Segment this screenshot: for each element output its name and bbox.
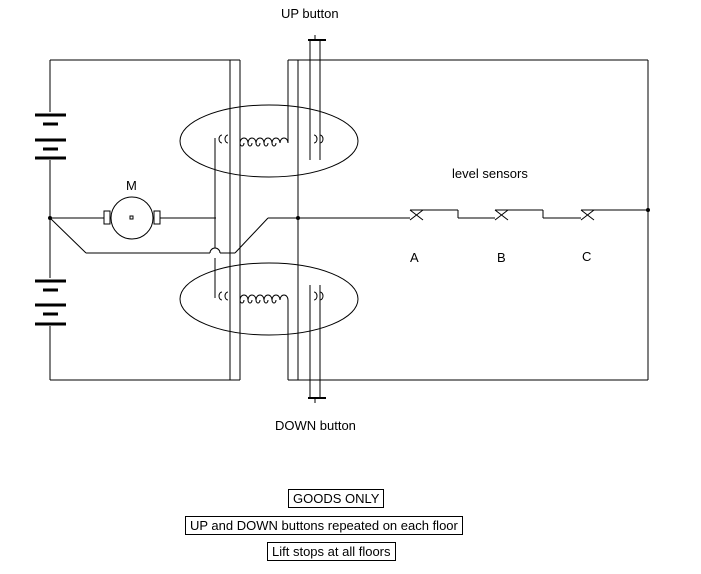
level-sensor-b bbox=[494, 209, 509, 221]
up-button-label: UP button bbox=[281, 6, 339, 21]
goods-only-note: GOODS ONLY bbox=[288, 489, 385, 508]
motor bbox=[48, 196, 216, 240]
motor-label: M bbox=[126, 178, 137, 193]
upper-battery bbox=[35, 113, 66, 160]
motor-reversing-wiring bbox=[49, 138, 298, 298]
level-sensors-label: level sensors bbox=[452, 166, 528, 181]
left-circuit-wiring bbox=[49, 59, 241, 381]
down-push-button bbox=[308, 285, 326, 403]
sensor-a-label: A bbox=[410, 250, 419, 265]
down-button-label: DOWN button bbox=[275, 418, 356, 433]
up-push-button bbox=[308, 35, 326, 160]
lift-stops-note: Lift stops at all floors bbox=[267, 542, 396, 561]
level-sensor-chain bbox=[298, 208, 650, 219]
lower-battery bbox=[35, 279, 66, 326]
sensor-c-label: C bbox=[582, 249, 591, 264]
sensor-b-label: B bbox=[497, 250, 506, 265]
down-relay bbox=[179, 262, 359, 380]
right-circuit-wiring bbox=[288, 59, 649, 381]
up-relay bbox=[179, 60, 359, 178]
level-sensor-a bbox=[409, 209, 424, 221]
buttons-repeated-note: UP and DOWN buttons repeated on each flo… bbox=[185, 516, 463, 535]
level-sensor-c bbox=[580, 209, 595, 221]
